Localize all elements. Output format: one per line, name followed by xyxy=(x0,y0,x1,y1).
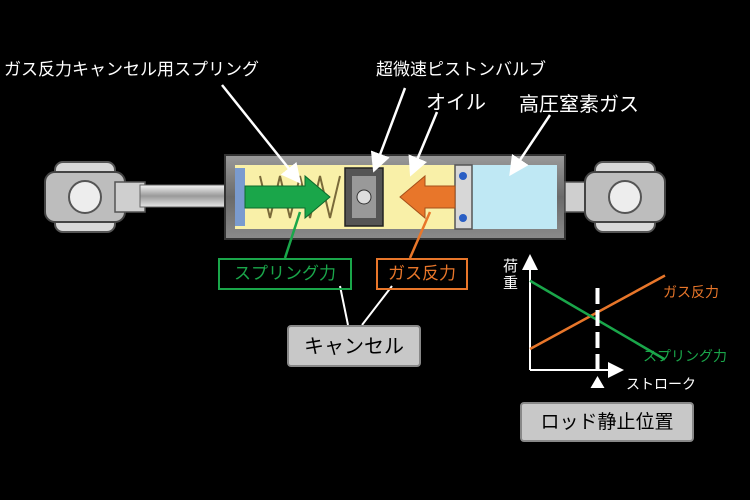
spring-force-arrow xyxy=(244,174,331,220)
nitrogen-label: 高圧窒素ガス xyxy=(519,92,639,116)
valve-pointer xyxy=(370,87,407,173)
rod-stop-triangle xyxy=(590,376,605,388)
graph-spring-series-label: スプリング力 xyxy=(643,349,727,365)
graph-gas-series-label: ガス反力 xyxy=(663,285,719,301)
oil-label: オイル xyxy=(426,90,486,114)
right-rod-end xyxy=(564,161,666,233)
spring-pointer xyxy=(221,84,302,184)
nitrogen-chamber xyxy=(472,165,557,229)
spring-force-box: スプリング力 xyxy=(218,258,352,290)
cancel-box: キャンセル xyxy=(287,325,421,367)
left-rod-end xyxy=(44,161,146,233)
valve-label: 超微速ピストンバルブ xyxy=(376,60,546,80)
graph-xlabel: ストローク xyxy=(626,377,696,393)
spring-label: ガス反力キャンセル用スプリング xyxy=(4,60,259,80)
load-stroke-graph xyxy=(522,254,666,388)
nitrogen-pointer xyxy=(509,114,552,177)
oil-pointer xyxy=(408,111,439,177)
gas-force-arrow xyxy=(399,174,456,220)
graph-ylabel: 荷重 xyxy=(503,257,519,293)
gas-force-box: ガス反力 xyxy=(376,258,468,290)
rod-stop-box: ロッド静止位置 xyxy=(520,402,694,442)
